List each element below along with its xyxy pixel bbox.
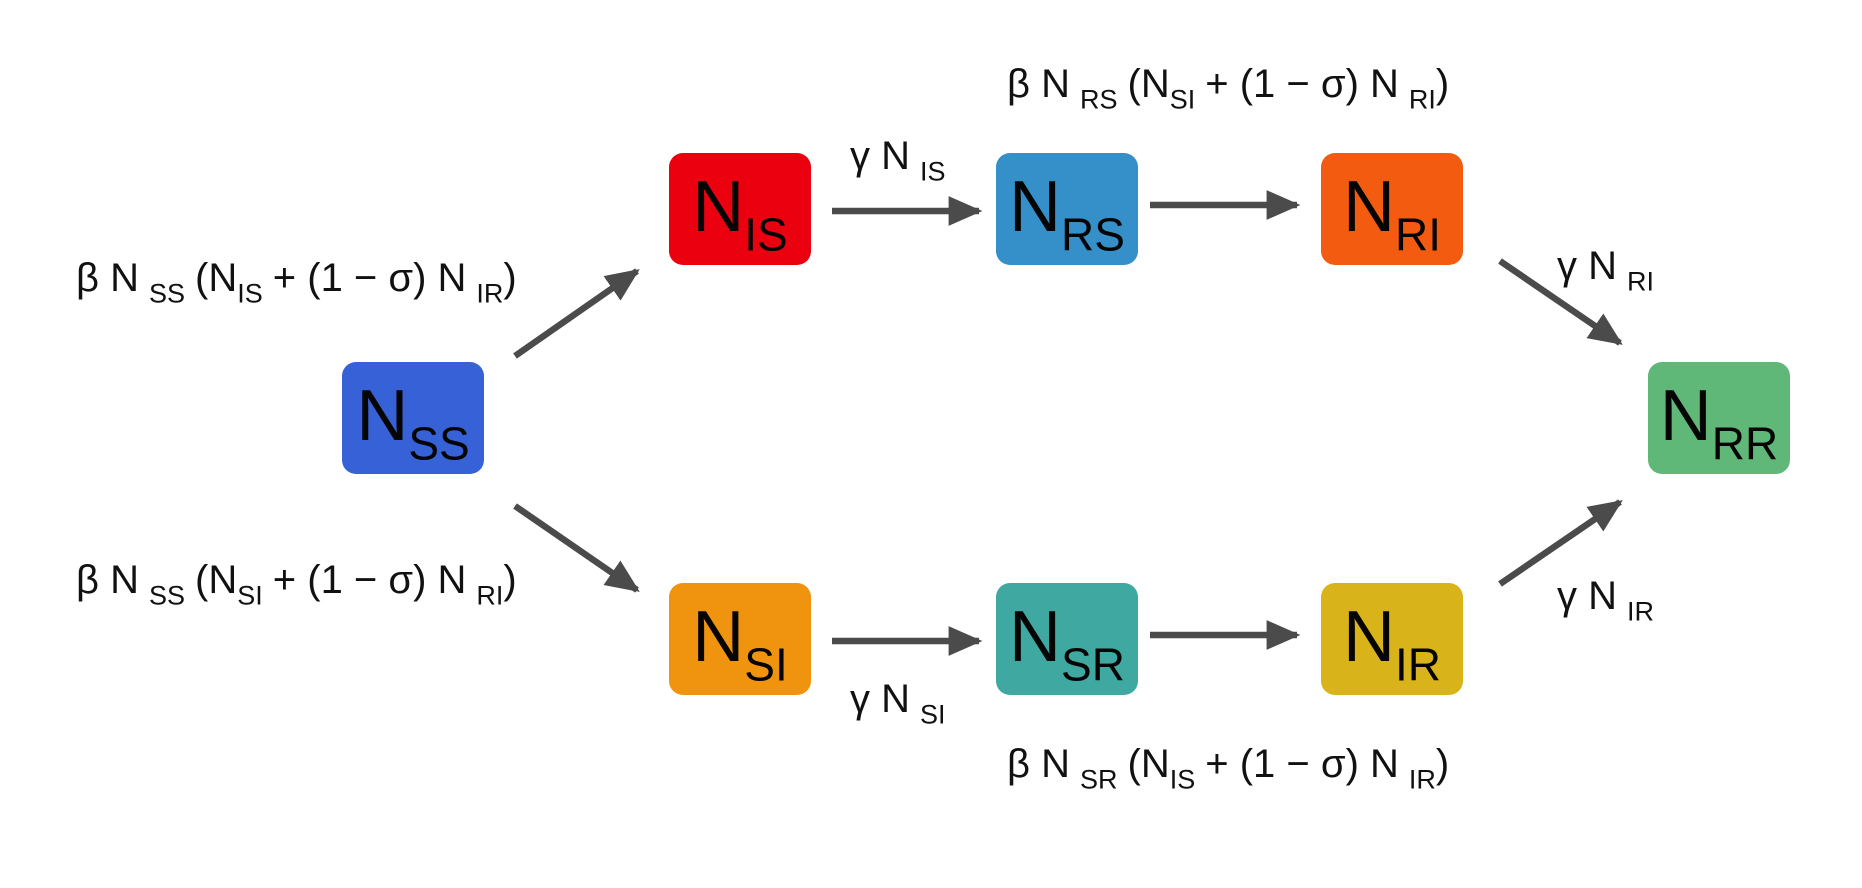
node-nis-label: NIS [692,167,788,261]
node-nrr: NRR [1648,362,1790,474]
node-nir: NIR [1321,583,1463,695]
node-nss-label: NSS [356,376,470,470]
node-nsr-label: NSR [1009,597,1125,691]
node-nsi: NSI [669,583,811,695]
arrow-ir-to-rr [1498,499,1623,587]
arrow-ss-to-si [513,503,640,593]
node-nis: NIS [669,153,811,265]
node-nrs-label: NRS [1009,167,1125,261]
arrow-ss-to-is [513,268,640,359]
node-nsi-label: NSI [692,597,788,691]
node-nsr: NSR [996,583,1138,695]
node-nrs: NRS [996,153,1138,265]
node-nss: NSS [342,362,484,474]
node-nri-label: NRI [1343,167,1441,261]
node-nir-label: NIR [1343,597,1441,691]
arrow-ri-to-rr [1498,258,1623,346]
node-nri: NRI [1321,153,1463,265]
node-nrr-label: NRR [1659,376,1779,470]
